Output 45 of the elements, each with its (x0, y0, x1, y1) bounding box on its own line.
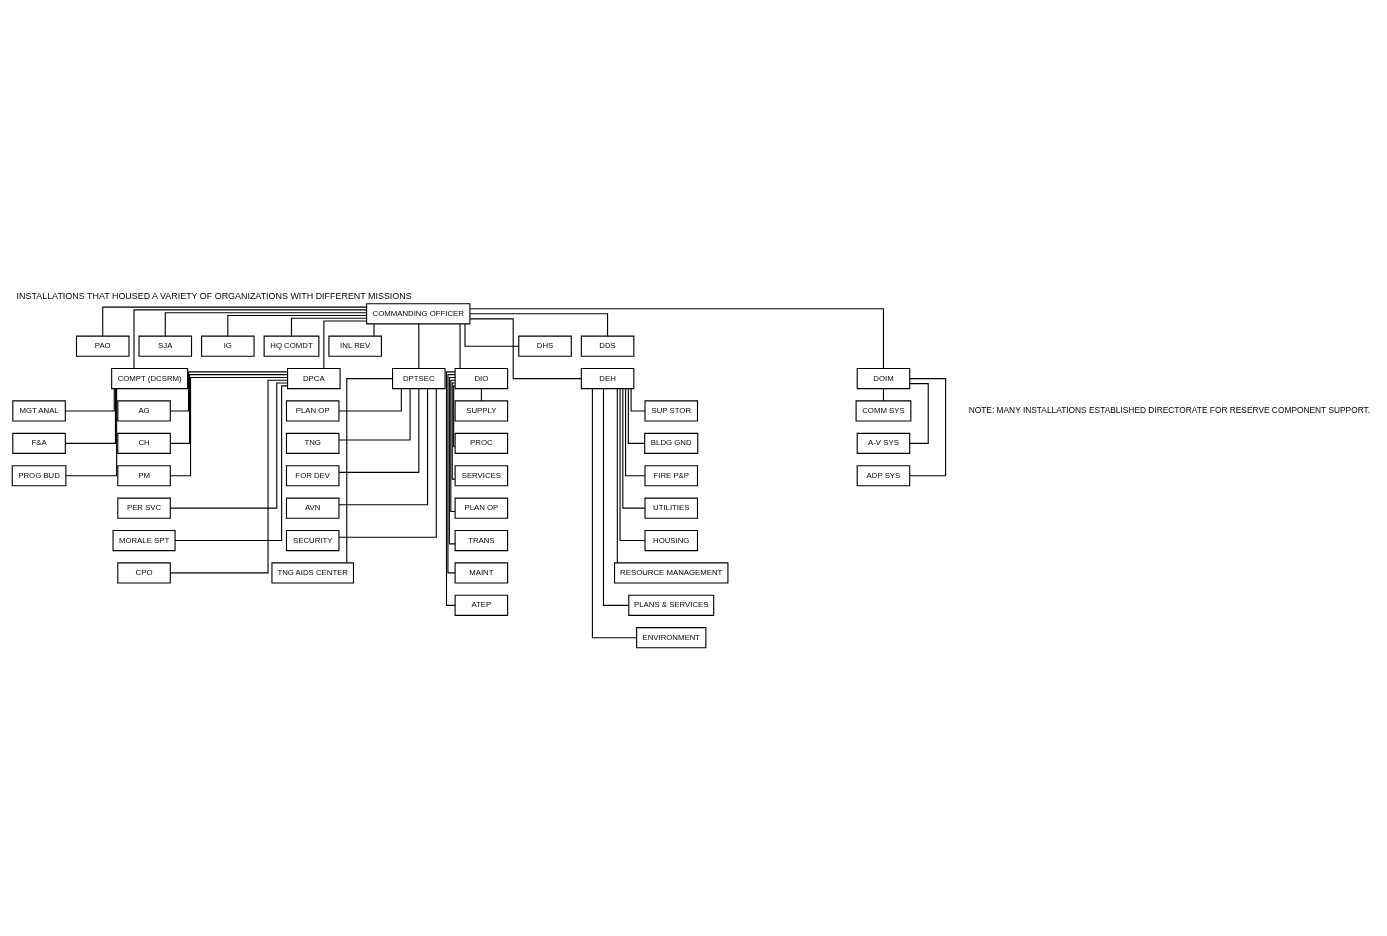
connector (451, 382, 455, 480)
connector (445, 370, 455, 606)
connector (64, 387, 115, 412)
connector (345, 377, 393, 563)
connector (338, 387, 402, 412)
connector (619, 387, 645, 541)
connector (164, 311, 367, 337)
connector (64, 387, 116, 444)
connector (322, 320, 367, 369)
connector (452, 384, 456, 447)
connector (459, 322, 461, 369)
diagram-title: INSTALLATIONS THAT HOUSED A VARIETY OF ORGANIZATIONS WITH DIFFERENT MISSIONS (16, 290, 412, 301)
connector (449, 379, 456, 512)
connector (169, 373, 288, 444)
connector (417, 322, 419, 369)
connector (101, 306, 367, 337)
connector (338, 387, 419, 473)
connector (468, 312, 608, 337)
connector (169, 379, 288, 573)
connector (602, 387, 629, 606)
label: NOTE: MANY INSTALLATIONS ESTABLISHED DIRECTORATE FOR RESERVE COMPONENT SUPPORT. (968, 404, 1370, 415)
connector (226, 314, 367, 337)
connector (372, 322, 375, 337)
connector (591, 387, 637, 638)
connector (338, 387, 428, 505)
connector (338, 387, 437, 538)
connector (446, 373, 456, 573)
connector (169, 370, 288, 412)
connector (169, 382, 288, 509)
connector (338, 387, 411, 441)
connector (469, 317, 582, 379)
connector (64, 387, 117, 476)
connector (169, 376, 288, 476)
connector (621, 387, 645, 509)
connector (174, 384, 288, 541)
connector (469, 307, 884, 369)
connector (463, 322, 519, 347)
connector (627, 387, 645, 444)
connector (448, 376, 456, 544)
connector (616, 387, 618, 563)
connector (908, 377, 946, 476)
connector (624, 387, 645, 476)
connector (290, 317, 367, 337)
connector (630, 387, 645, 412)
connector (132, 308, 367, 369)
